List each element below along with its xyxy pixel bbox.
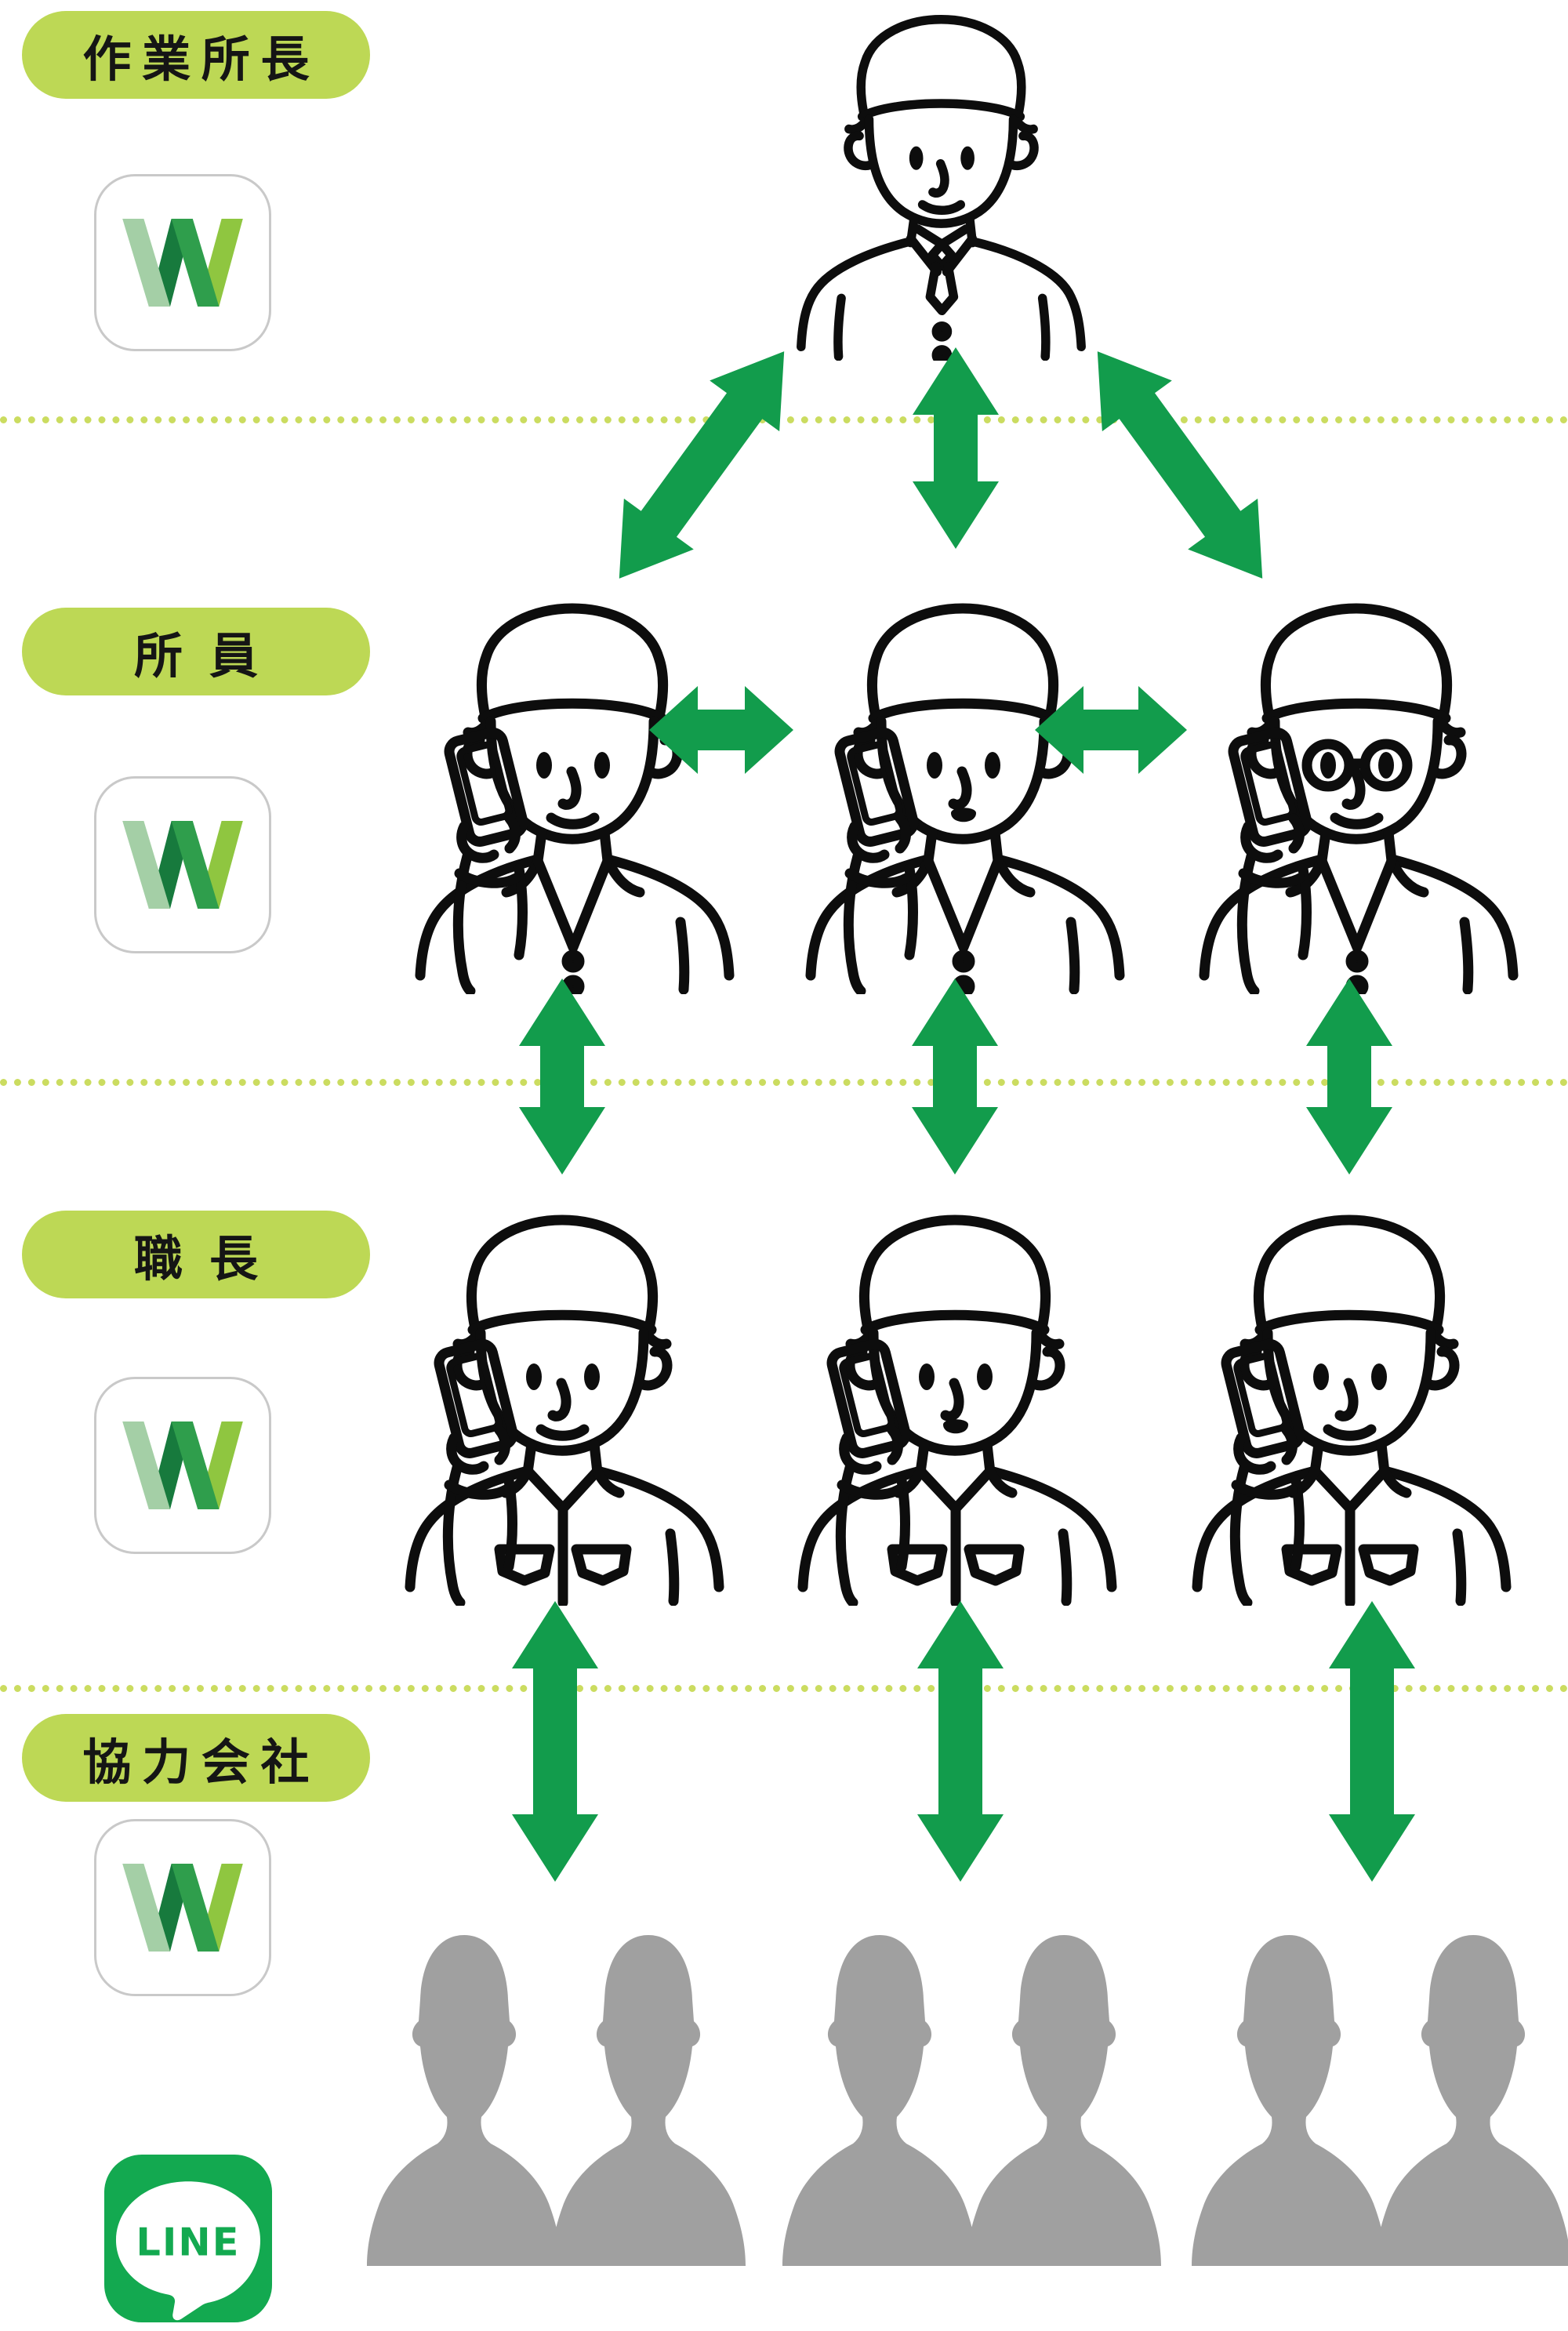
label-foreman: 職長 xyxy=(22,1211,370,1298)
works-app-icon xyxy=(94,1819,271,1996)
label-staff: 所員 xyxy=(22,608,370,695)
arrow-foreman-partner-1 xyxy=(512,1601,598,1882)
arrow-manager-staff-center xyxy=(913,347,999,549)
divider-level-3 xyxy=(0,1685,1568,1692)
arrow-manager-staff-right xyxy=(1062,326,1297,604)
arrow-manager-staff-left xyxy=(584,326,818,604)
works-app-icon xyxy=(94,174,271,351)
figure-staff-2 xyxy=(782,586,1143,994)
figure-foreman-2 xyxy=(775,1198,1135,1606)
works-app-icon xyxy=(94,1377,271,1554)
arrow-staff-foreman-3 xyxy=(1306,979,1392,1175)
divider-level-1 xyxy=(0,416,1568,423)
silhouette-group-1 xyxy=(361,1930,753,2266)
divider-level-2 xyxy=(0,1079,1568,1086)
figure-staff-3 xyxy=(1176,586,1537,994)
arrow-staff-peer-2 xyxy=(1035,686,1187,774)
works-app-icon xyxy=(94,776,271,953)
label-partner-company: 協力会社 xyxy=(22,1714,370,1802)
arrow-foreman-partner-3 xyxy=(1329,1601,1415,1882)
arrow-staff-foreman-1 xyxy=(519,979,605,1175)
figure-site-manager xyxy=(782,0,1101,361)
arrow-staff-peer-1 xyxy=(649,686,793,774)
figure-foreman-3 xyxy=(1169,1198,1530,1606)
figure-foreman-1 xyxy=(382,1198,742,1606)
line-logo-text: LINE xyxy=(136,2219,240,2264)
silhouette-group-3 xyxy=(1185,1930,1568,2266)
figure-staff-1 xyxy=(392,586,753,994)
silhouette-group-2 xyxy=(776,1930,1168,2266)
label-site-manager: 作業所長 xyxy=(22,11,370,99)
arrow-staff-foreman-2 xyxy=(912,979,998,1175)
speech-bubble-icon xyxy=(115,2181,261,2321)
line-app-icon: LINE xyxy=(104,2155,272,2322)
arrow-foreman-partner-2 xyxy=(917,1601,1004,1882)
